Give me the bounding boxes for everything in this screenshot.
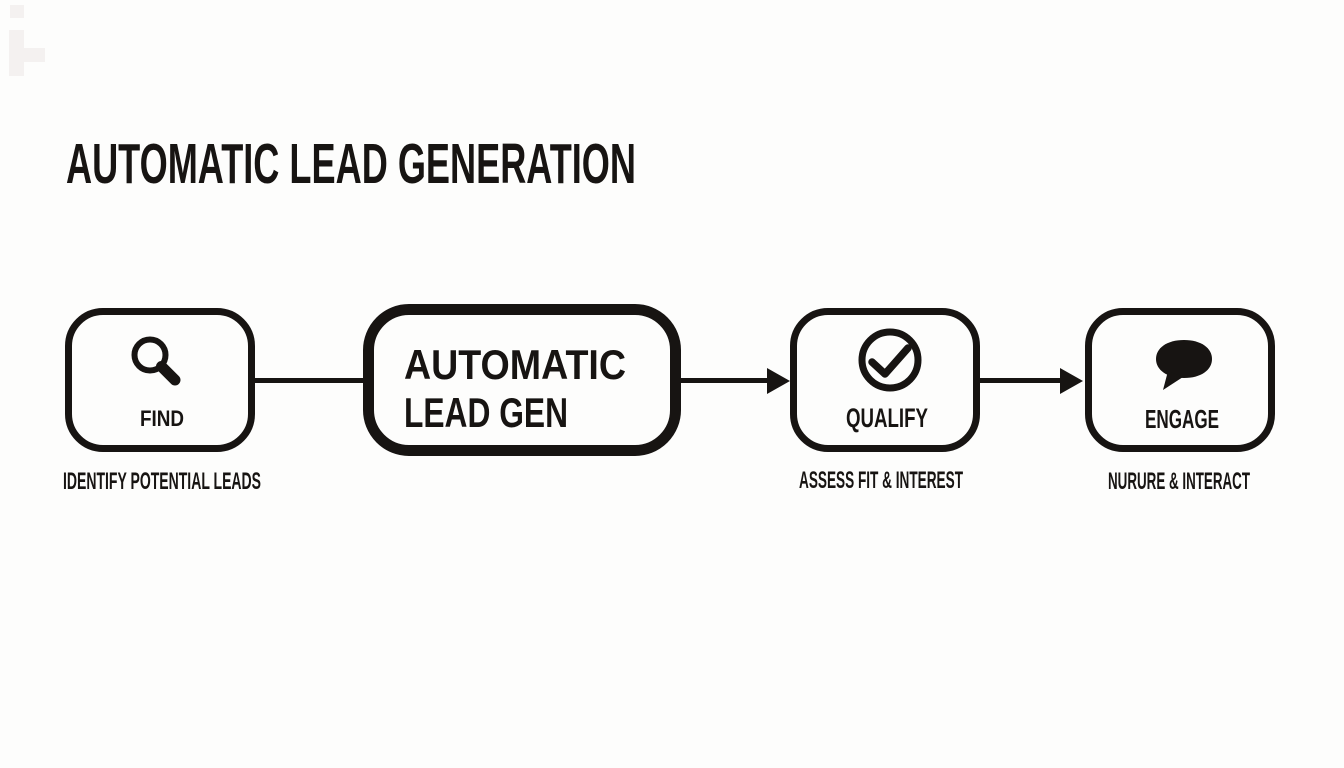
caption-engage-text: NURURE & INTERACT xyxy=(1108,468,1250,495)
caption-qualify: ASSESS FIT & INTEREST xyxy=(799,467,963,494)
corner-artifact xyxy=(10,5,24,18)
node-find-label: FIND xyxy=(140,406,184,431)
caption-find-text: IDENTIFY POTENTIAL LEADS xyxy=(63,468,261,495)
node-engage-label: ENGAGE xyxy=(1145,404,1219,434)
arrowhead-icon xyxy=(1060,367,1083,394)
magnifier-icon xyxy=(131,336,181,386)
caption-qualify-text: ASSESS FIT & INTEREST xyxy=(799,467,963,494)
caption-find: IDENTIFY POTENTIAL LEADS xyxy=(63,468,261,495)
connector-hub-qualify xyxy=(679,378,771,383)
connector-find-hub xyxy=(252,378,365,383)
node-find: FIND xyxy=(65,308,255,452)
connector-qualify-engage xyxy=(978,378,1064,383)
node-qualify: QUALIFY xyxy=(790,308,980,452)
caption-engage: NURURE & INTERACT xyxy=(1108,468,1250,495)
node-engage: ENGAGE xyxy=(1085,308,1275,452)
node-automatic-lead-gen: AUTOMATIC LEAD GEN xyxy=(363,304,681,456)
arrowhead-icon xyxy=(767,367,790,394)
node-qualify-label: QUALIFY xyxy=(846,403,928,433)
corner-artifact xyxy=(9,30,24,76)
hub-label-line1: AUTOMATIC xyxy=(404,341,626,388)
hub-label-line2: LEAD GEN xyxy=(404,389,568,436)
find-label-text: FIND xyxy=(140,406,184,431)
qualify-label-text: QUALIFY xyxy=(846,403,928,433)
check-circle-icon xyxy=(858,328,922,392)
speech-bubble-icon xyxy=(1156,340,1212,390)
node-hub-label: AUTOMATIC LEAD GEN xyxy=(404,341,626,436)
page-title: AUTOMATIC LEAD GENERATION xyxy=(66,132,636,196)
engage-label-text: ENGAGE xyxy=(1145,404,1219,434)
corner-artifact xyxy=(24,48,45,62)
page-title-text: AUTOMATIC LEAD GENERATION xyxy=(66,132,636,196)
